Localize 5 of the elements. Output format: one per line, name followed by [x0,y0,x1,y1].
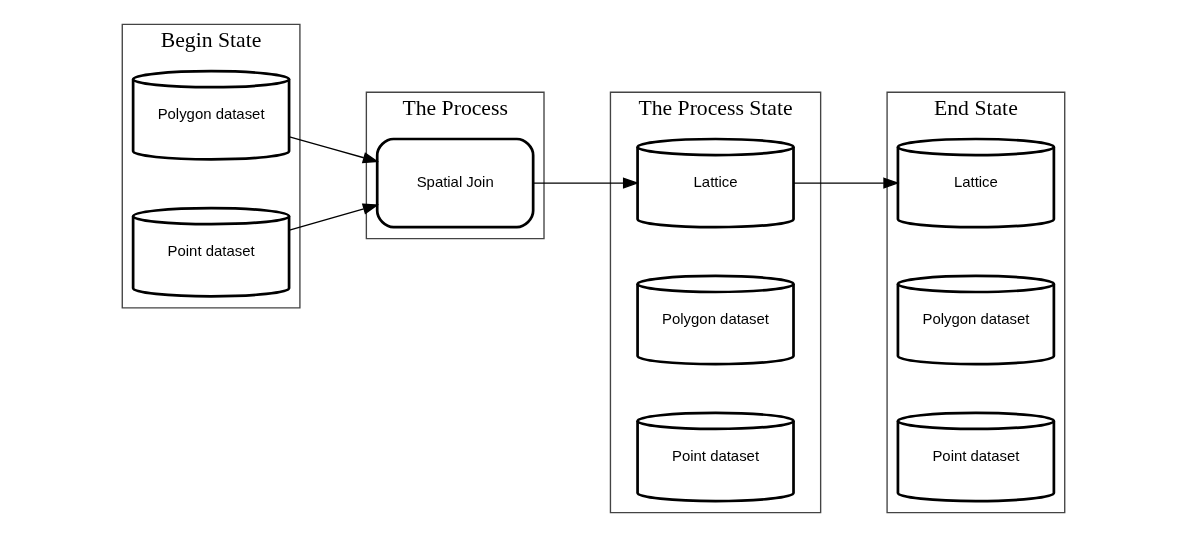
node-box: Spatial Join [375,137,535,229]
arrow [288,136,380,164]
arrow [532,177,640,189]
arrow [793,177,900,189]
arrow [288,203,380,231]
